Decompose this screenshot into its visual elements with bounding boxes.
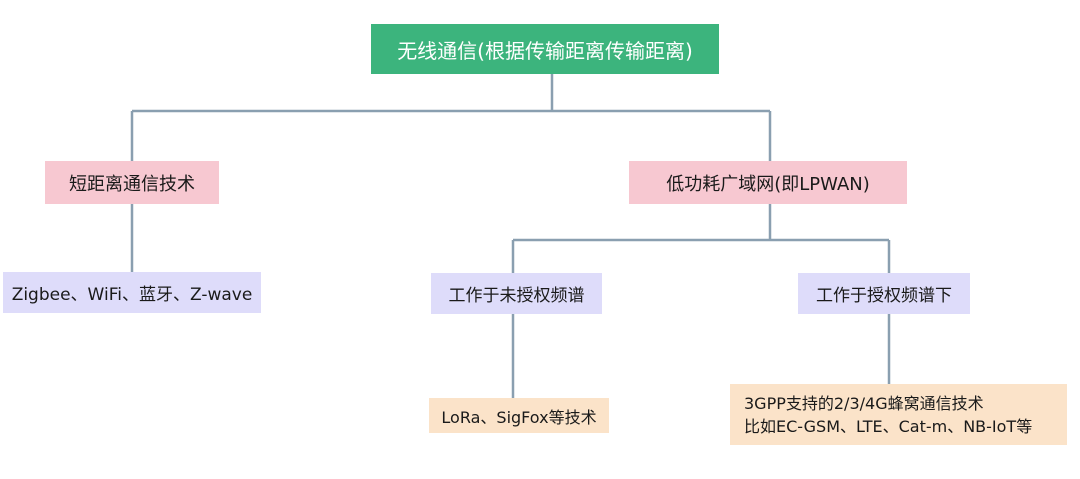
- short-range-example-label: Zigbee、WiFi、蓝牙、Z-wave: [11, 285, 253, 305]
- unlicensed-example-label: LoRa、SigFox等技术: [441, 407, 597, 427]
- licensed-example-line-1: 3GPP支持的2/3/4G蜂窝通信技术: [744, 393, 984, 413]
- root-node: 无线通信(根据传输距离传输距离): [371, 24, 719, 74]
- root-label: 无线通信(根据传输距离传输距离): [397, 38, 693, 63]
- short-range-example-node: Zigbee、WiFi、蓝牙、Z-wave: [3, 272, 261, 313]
- licensed-spectrum-node: 工作于授权频谱下: [798, 273, 970, 314]
- connector-root-to-level1: [130, 74, 772, 161]
- connector-lpwan-to-spectrum: [511, 204, 891, 273]
- unlicensed-spectrum-label: 工作于未授权频谱: [448, 286, 585, 306]
- unlicensed-example-node: LoRa、SigFox等技术: [429, 398, 609, 433]
- licensed-spectrum-label: 工作于授权频谱下: [816, 286, 952, 306]
- licensed-example-node: 3GPP支持的2/3/4G蜂窝通信技术 比如EC-GSM、LTE、Cat-m、N…: [730, 384, 1067, 445]
- unlicensed-spectrum-node: 工作于未授权频谱: [431, 273, 602, 314]
- lpwan-label: 低功耗广域网(即LPWAN): [666, 173, 870, 195]
- licensed-example-line-2: 比如EC-GSM、LTE、Cat-m、NB-IoT等: [744, 416, 1033, 436]
- short-range-node: 短距离通信技术: [45, 161, 219, 204]
- short-range-label: 短距离通信技术: [69, 173, 195, 195]
- lpwan-node: 低功耗广域网(即LPWAN): [629, 161, 907, 204]
